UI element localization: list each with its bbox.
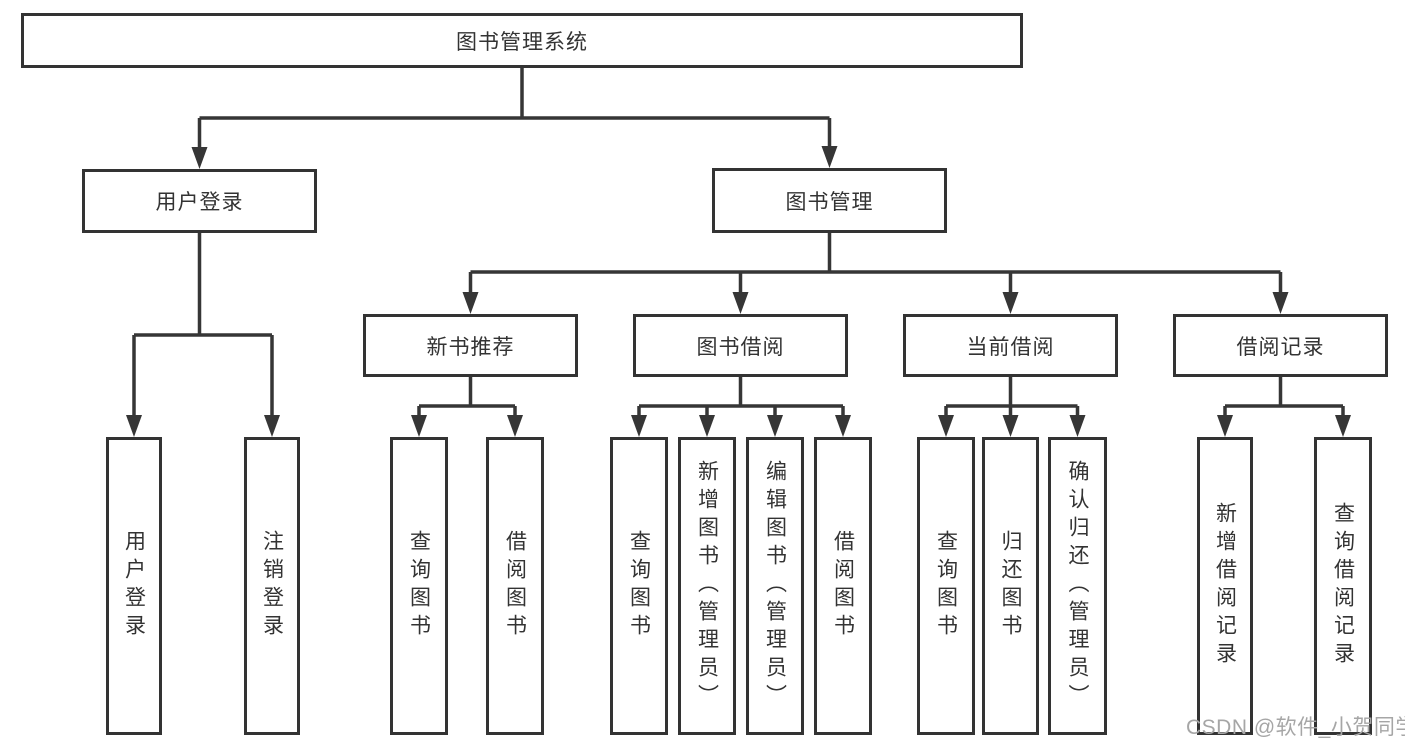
leaf-logout-label: 注销登录 (260, 530, 284, 642)
leaf-query-books-borrow-label: 查询图书 (627, 530, 651, 642)
connector-book-management-sections (462, 233, 1289, 314)
node-current-borrow-label: 当前借阅 (966, 335, 1055, 359)
connector-borrow-record-children (1217, 377, 1351, 437)
leaf-user-login-label: 用户登录 (122, 530, 146, 642)
leaf-query-borrow-record-label: 查询借阅记录 (1331, 502, 1355, 670)
leaf-user-login: 用户登录 (106, 437, 162, 735)
connector-root-to-level2 (191, 68, 838, 169)
leaf-confirm-return-admin-label: 确认归还（管理员） (1066, 460, 1089, 712)
leaf-edit-books-admin: 编辑图书（管理员） (746, 437, 804, 735)
leaf-query-books-current: 查询图书 (917, 437, 975, 735)
leaf-edit-books-admin-label: 编辑图书（管理员） (763, 460, 787, 712)
node-borrow-record-label: 借阅记录 (1236, 335, 1325, 359)
leaf-confirm-return-admin: 确认归还（管理员） (1048, 437, 1107, 735)
node-user-login-label: 用户登录 (155, 191, 244, 214)
node-root-label: 图书管理系统 (456, 30, 588, 54)
connector-user-login-children (126, 233, 280, 437)
leaf-query-books-recommend: 查询图书 (390, 437, 448, 735)
node-book-borrow-label: 图书借阅 (696, 335, 785, 359)
leaf-query-books-recommend-label: 查询图书 (407, 530, 431, 642)
leaf-borrow-books-recommend-label: 借阅图书 (503, 530, 527, 642)
leaf-add-books-admin: 新增图书（管理员） (678, 437, 736, 735)
node-borrow-record: 借阅记录 (1173, 314, 1388, 377)
node-user-login: 用户登录 (82, 169, 317, 233)
node-new-book-recommend-label: 新书推荐 (426, 335, 515, 359)
connector-new-book-children (411, 377, 523, 437)
leaf-query-books-borrow: 查询图书 (610, 437, 668, 735)
node-new-book-recommend: 新书推荐 (363, 314, 578, 377)
leaf-query-borrow-record: 查询借阅记录 (1314, 437, 1372, 735)
leaf-add-books-admin-label: 新增图书（管理员） (695, 460, 719, 712)
leaf-borrow-books: 借阅图书 (814, 437, 872, 735)
node-root: 图书管理系统 (21, 13, 1023, 68)
csdn-watermark: CSDN @软件_小贺同学 (1186, 716, 1405, 739)
connector-book-borrow-children (631, 377, 851, 437)
leaf-return-books-label: 归还图书 (999, 530, 1022, 642)
leaf-add-borrow-record-label: 新增借阅记录 (1213, 502, 1237, 670)
connector-current-borrow-children (938, 377, 1086, 437)
node-book-borrow: 图书借阅 (633, 314, 848, 377)
node-book-management: 图书管理 (712, 168, 947, 233)
leaf-query-books-current-label: 查询图书 (934, 530, 958, 642)
node-current-borrow: 当前借阅 (903, 314, 1118, 377)
leaf-borrow-books-label: 借阅图书 (831, 530, 855, 642)
leaf-borrow-books-recommend: 借阅图书 (486, 437, 544, 735)
node-book-management-label: 图书管理 (785, 190, 874, 214)
leaf-logout: 注销登录 (244, 437, 300, 735)
leaf-return-books: 归还图书 (982, 437, 1039, 735)
leaf-add-borrow-record: 新增借阅记录 (1197, 437, 1253, 735)
